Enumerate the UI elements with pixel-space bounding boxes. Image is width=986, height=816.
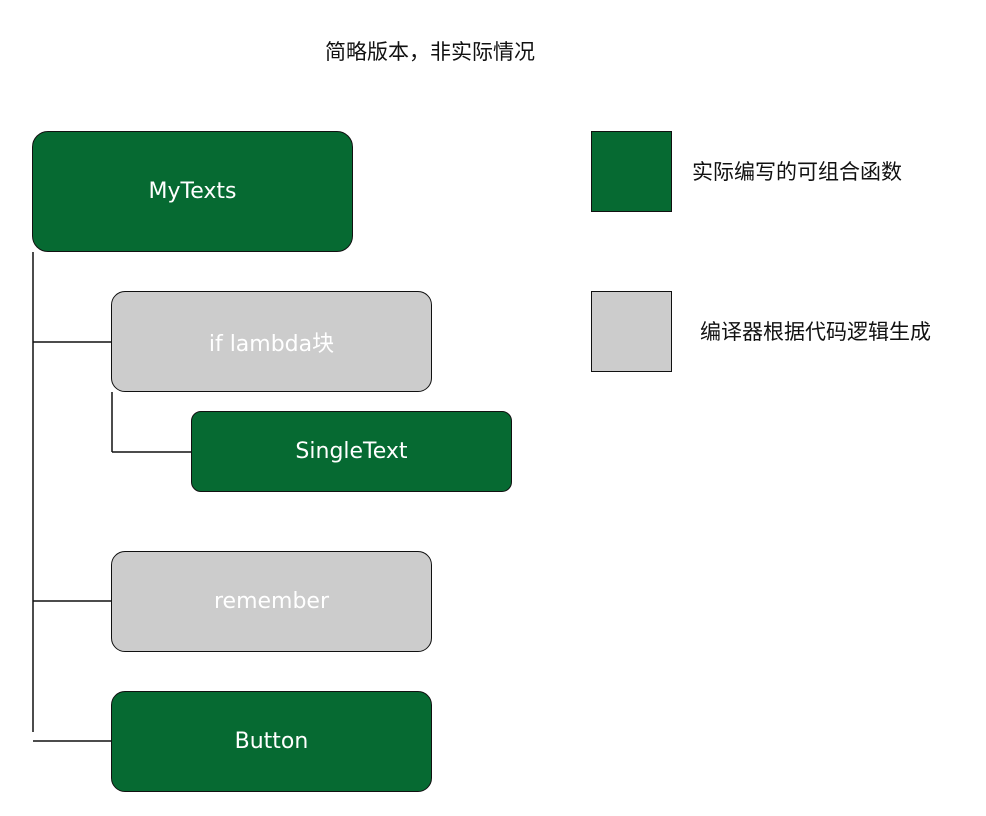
legend-label-written: 实际编写的可组合函数: [692, 160, 902, 184]
legend-label-generated: 编译器根据代码逻辑生成: [700, 320, 931, 344]
node-mytexts: MyTexts: [32, 131, 353, 252]
node-button: Button: [111, 691, 432, 792]
node-if-lambda: if lambda块: [111, 291, 432, 392]
node-remember-label: remember: [213, 589, 330, 614]
node-single-text-label: SingleText: [295, 439, 408, 464]
node-remember: remember: [111, 551, 432, 652]
node-button-label: Button: [234, 729, 309, 754]
legend-swatch-written: [591, 131, 672, 212]
node-mytexts-label: MyTexts: [148, 179, 237, 204]
legend-swatch-generated: [591, 291, 672, 372]
node-single-text: SingleText: [191, 411, 512, 492]
node-if-lambda-label: if lambda块: [208, 331, 335, 357]
diagram-title: 简略版本，非实际情况: [325, 40, 535, 64]
